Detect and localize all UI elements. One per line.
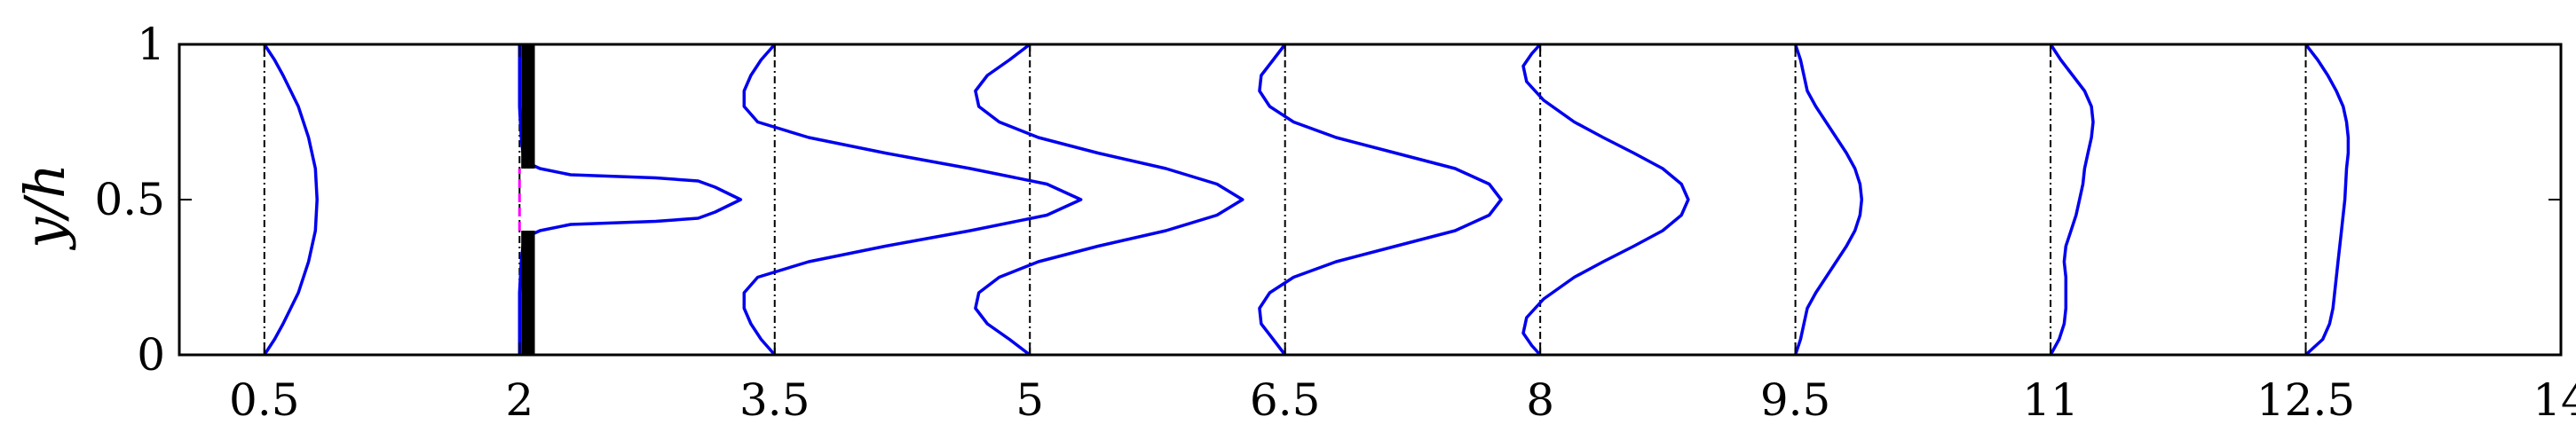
x-tick-label-5: 8 bbox=[1526, 374, 1554, 426]
x-tick-label-9: 14 bbox=[2533, 374, 2576, 426]
profile-curve-0 bbox=[263, 43, 319, 356]
x-tick-label-3: 5 bbox=[1015, 374, 1044, 426]
profile-curve-6 bbox=[1793, 43, 1864, 356]
x-tick-label-4: 6.5 bbox=[1250, 374, 1321, 426]
x-tick-label-0: 0.5 bbox=[229, 374, 300, 426]
profile-curve-1 bbox=[518, 44, 743, 355]
x-tick-label-1: 2 bbox=[505, 374, 533, 426]
obstacle-plate-1 bbox=[521, 44, 535, 169]
profiles-layer bbox=[263, 43, 2351, 357]
x-tick-label-7: 11 bbox=[2022, 374, 2079, 426]
y-tick-label-2: 1 bbox=[137, 19, 165, 70]
x-tick-label-2: 3.5 bbox=[739, 374, 810, 426]
x-tick-label-6: 9.5 bbox=[1760, 374, 1831, 426]
axes-layer: 0.5 2 3.5 5 6.5 8 9.5 11 12.5 14 0 0.5 1 bbox=[94, 19, 2576, 426]
y-axis-label: y/h bbox=[12, 163, 77, 251]
profile-curve-3 bbox=[974, 43, 1245, 357]
y-tick-label-1: 0.5 bbox=[94, 174, 165, 225]
x-tick-label-8: 12.5 bbox=[2256, 374, 2355, 426]
y-tick-label-0: 0 bbox=[137, 329, 165, 381]
plot-frame bbox=[178, 43, 2563, 357]
obstacle-plate-0 bbox=[521, 231, 535, 355]
profile-curve-2 bbox=[742, 43, 1083, 357]
profile-curve-8 bbox=[2304, 43, 2351, 357]
profile-curve-5 bbox=[1521, 43, 1690, 357]
profile-curve-7 bbox=[2049, 43, 2095, 356]
profile-curve-4 bbox=[1258, 43, 1503, 357]
